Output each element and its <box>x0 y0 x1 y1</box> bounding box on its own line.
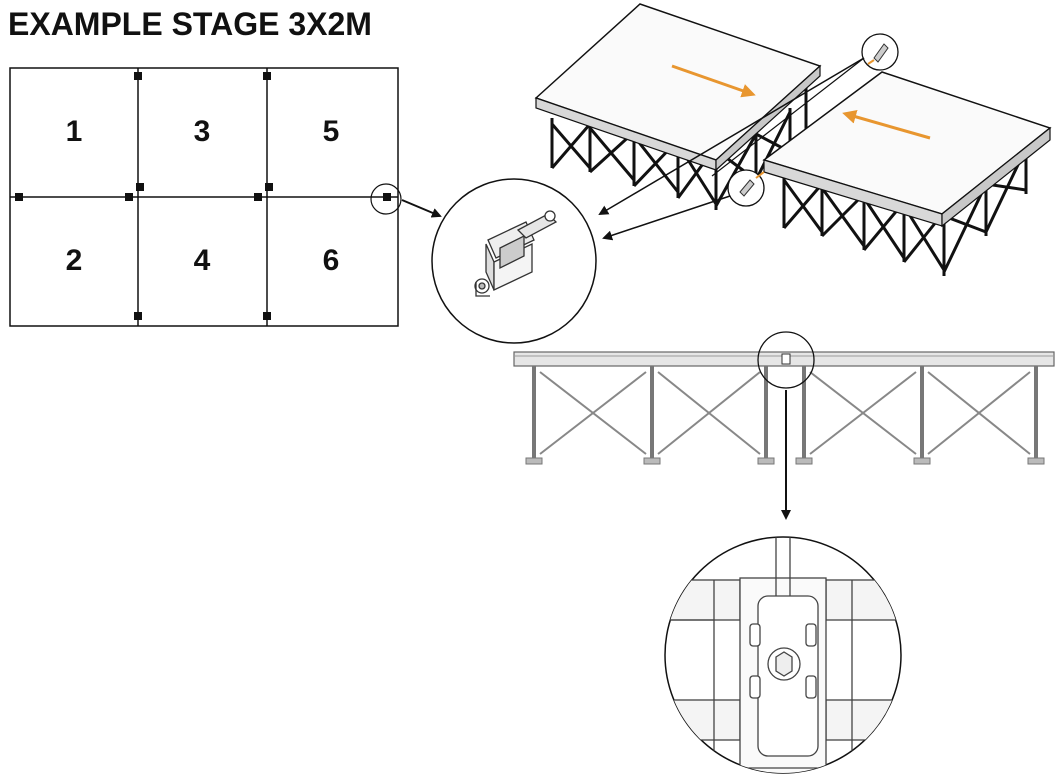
callout-arrow <box>598 57 865 216</box>
connector-clamp-icon <box>474 210 558 297</box>
connector-marker <box>383 193 391 201</box>
connector-markers <box>15 72 391 320</box>
connector-marker <box>125 193 133 201</box>
platform-label-6: 6 <box>323 244 340 277</box>
connector-marker <box>134 72 142 80</box>
elevation-connector-circle <box>757 331 815 389</box>
platform-label-4: 4 <box>194 244 211 277</box>
side-elevation <box>513 331 1055 465</box>
connector-marker <box>263 312 271 320</box>
connector-marker <box>136 183 144 191</box>
platform-label-2: 2 <box>66 244 83 277</box>
connector-marker <box>254 193 262 201</box>
connector-detail <box>431 178 597 344</box>
connector-highlight-circle <box>370 183 402 215</box>
stage-plan: 1 2 3 4 5 6 <box>9 67 402 327</box>
push-arrow-left <box>671 64 756 98</box>
connector-marker <box>15 193 23 201</box>
platform-label-1: 1 <box>66 115 83 148</box>
page-title: EXAMPLE STAGE 3X2M <box>8 6 372 42</box>
platform-label-3: 3 <box>194 115 211 148</box>
connector-marker <box>265 183 273 191</box>
plan-to-detail-arrow <box>401 199 442 218</box>
connector-marker <box>134 312 142 320</box>
callout-arrow <box>602 195 731 241</box>
connector-closeup-icon <box>664 536 902 774</box>
isometric-stage <box>534 3 1052 276</box>
platform-label-5: 5 <box>323 115 340 148</box>
callout-line <box>711 57 865 177</box>
push-arrow-right <box>842 110 931 140</box>
connector-marker <box>263 72 271 80</box>
